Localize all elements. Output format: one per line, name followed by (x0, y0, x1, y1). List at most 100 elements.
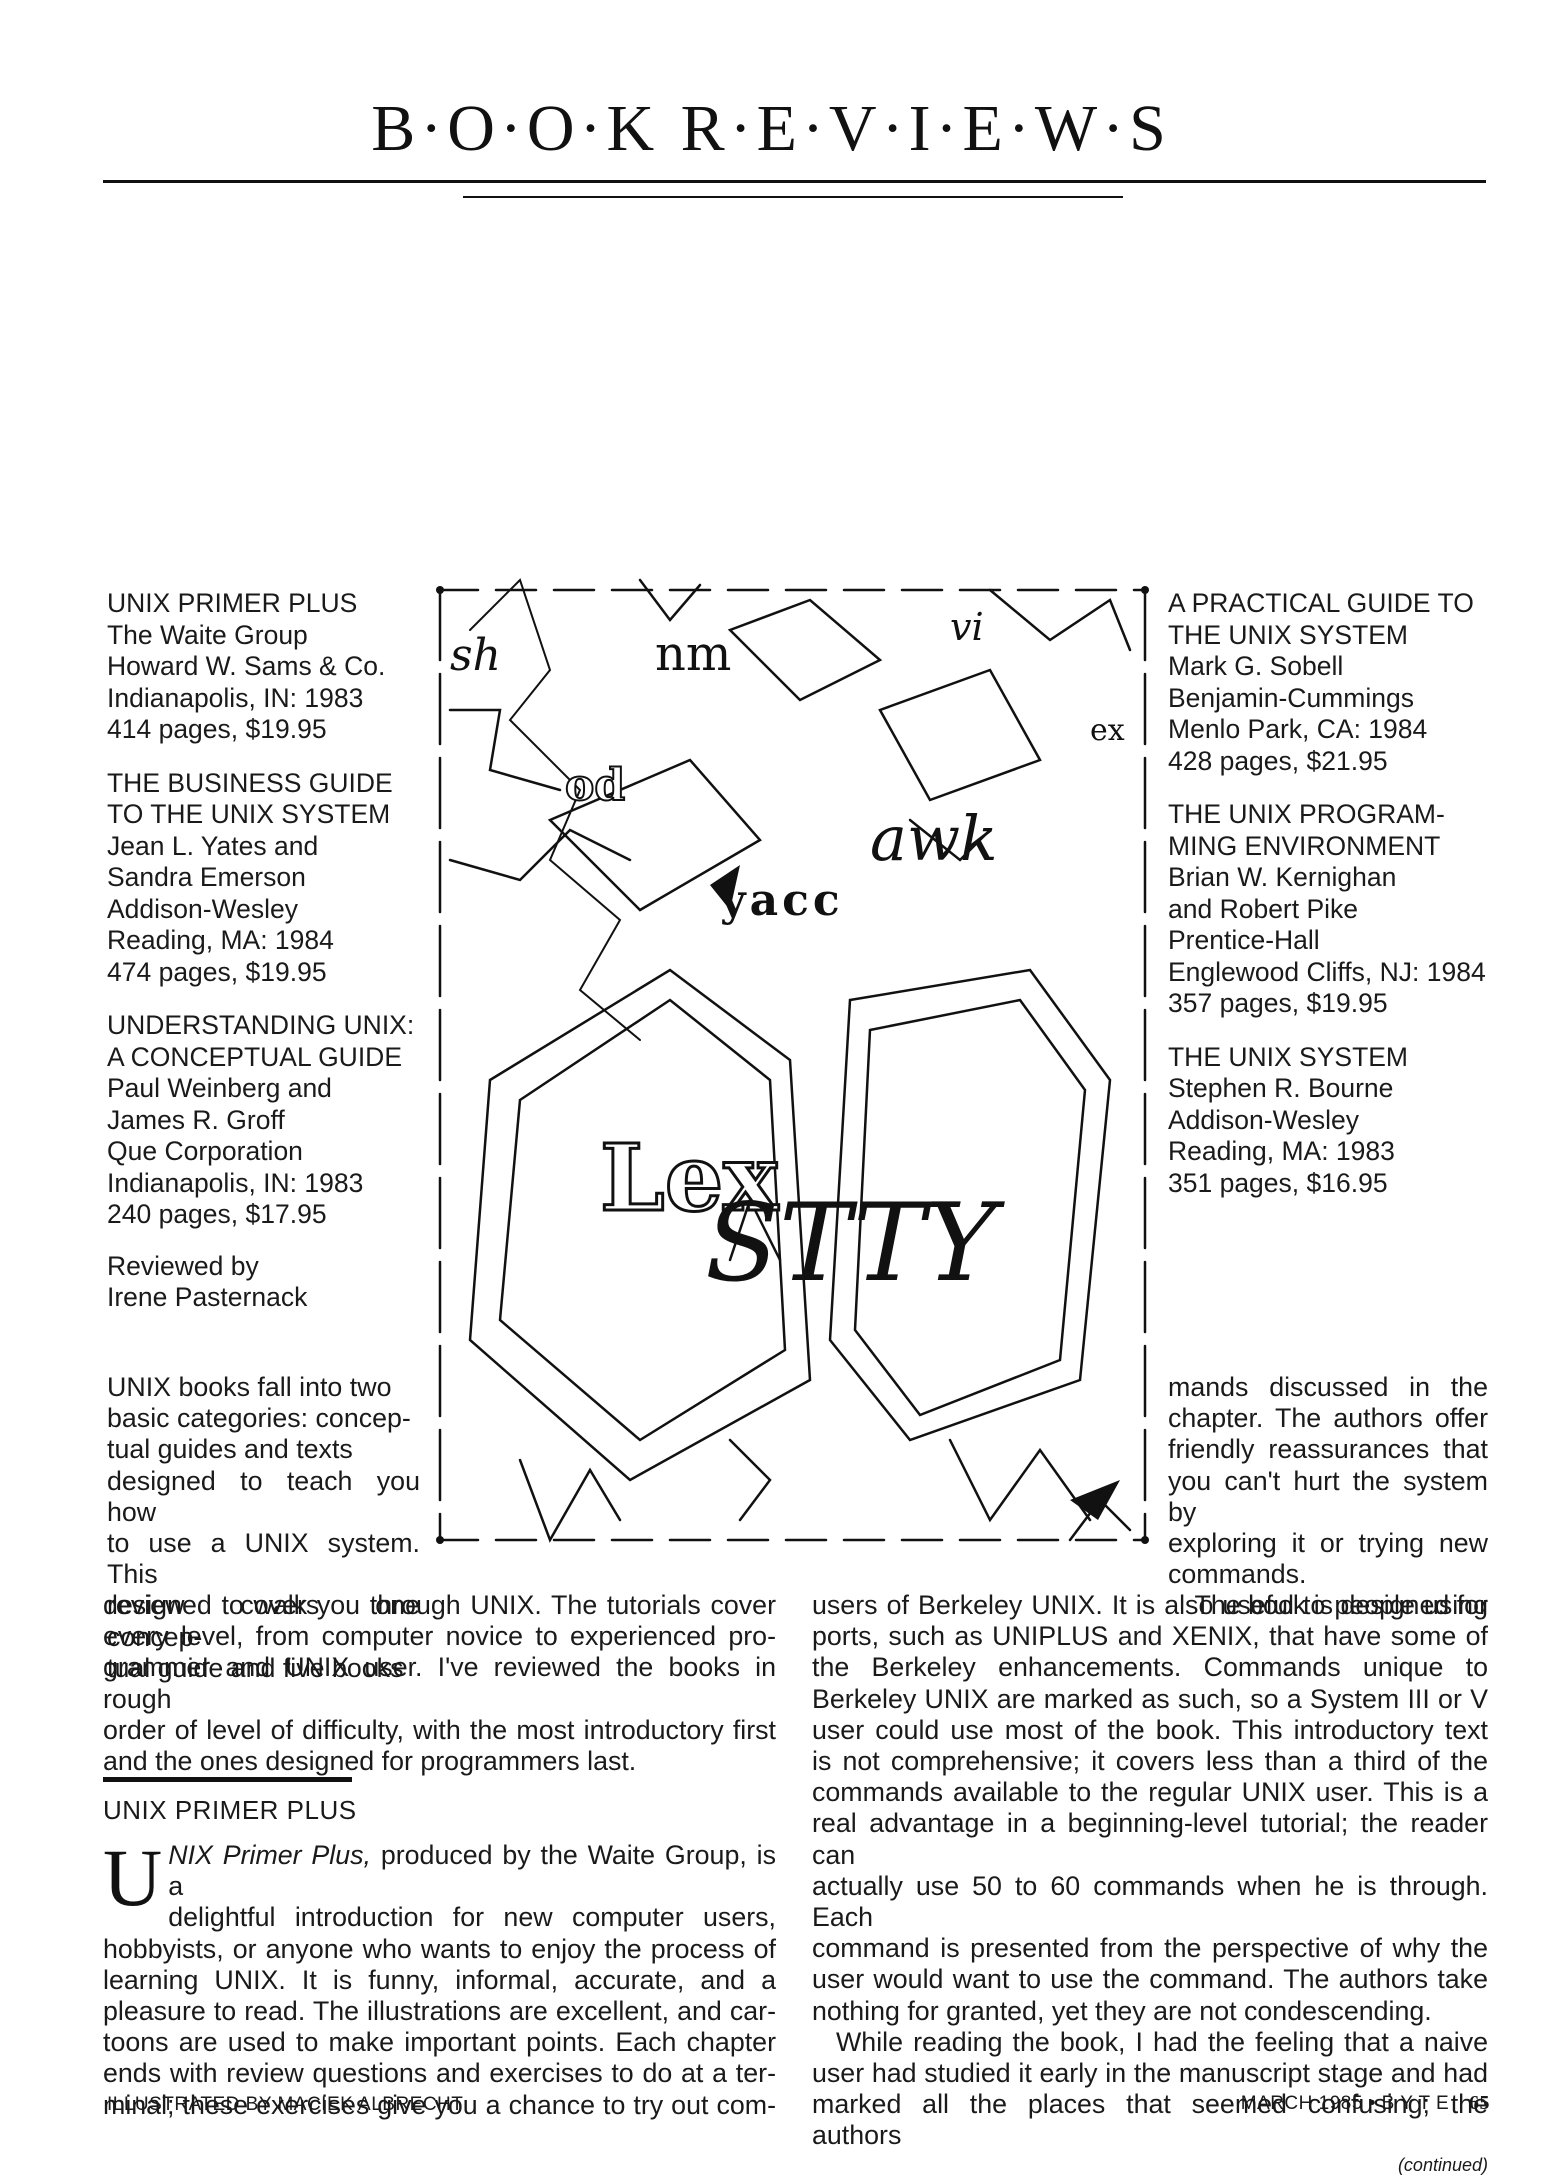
header-rule-thick (103, 180, 1486, 183)
text-line: UNIX books fall into two (107, 1372, 392, 1402)
book-title: THE BUSINESS GUIDE (107, 767, 393, 798)
book-entry: A PRACTICAL GUIDE TO THE UNIX SYSTEM Mar… (1168, 588, 1498, 777)
book-title: THE UNIX SYSTEM (1168, 619, 1409, 650)
text-line: The book is designed for (1194, 1590, 1488, 1621)
book-author: The Waite Group (107, 619, 308, 650)
text-line: ports, such as UNIPLUS and XENIX, that h… (812, 1621, 1488, 1652)
text-line: commands. (1168, 1559, 1307, 1590)
section-rule (103, 1777, 352, 1782)
text-line: and the ones designed for programmers la… (103, 1746, 637, 1777)
book-entry: UNDERSTANDING UNIX: A CONCEPTUAL GUIDE P… (107, 1010, 427, 1231)
footer-issue: MARCH 1985 • B Y T E 65 (1241, 2092, 1490, 2115)
illustration-word: sh (450, 630, 501, 681)
book-location: Reading, MA: 1984 (107, 925, 334, 955)
book-pages-price: 240 pages, $17.95 (107, 1199, 327, 1229)
book-location: Englewood Cliffs, NJ: 1984 (1168, 956, 1486, 987)
book-pages-price: 428 pages, $21.95 (1168, 745, 1388, 776)
book-pages-price: 351 pages, $16.95 (1168, 1167, 1388, 1198)
reviewer-credit: Reviewed by Irene Pasternack (107, 1251, 427, 1314)
intro-narrow-text: UNIX books fall into two basic categorie… (107, 1372, 420, 1684)
book-location: Indianapolis, IN: 1983 (107, 682, 364, 713)
illustration-word: od (565, 760, 625, 811)
book-title: THE UNIX PROGRAM- (1168, 799, 1445, 829)
right-body-text: users of Berkeley UNIX. It is also usefu… (812, 1590, 1488, 2178)
text-line: grammer and UNIX user. I've reviewed the… (103, 1652, 776, 1714)
book-author: James R. Groff (107, 1104, 285, 1135)
section-heading: UNIX PRIMER PLUS (103, 1795, 357, 1825)
book-location: Menlo Park, CA: 1984 (1168, 714, 1428, 744)
book-list-right: A PRACTICAL GUIDE TO THE UNIX SYSTEM Mar… (1168, 588, 1498, 1213)
book-author: Stephen R. Bourne (1168, 1073, 1394, 1103)
issue-date: MARCH 1985 • B Y T E (1240, 2093, 1450, 2114)
book-author: Paul Weinberg and (107, 1073, 332, 1103)
illustration-word: Lex (600, 1124, 779, 1232)
text-line: you can't hurt the system by (1168, 1465, 1488, 1527)
book-entry: THE UNIX SYSTEM Stephen R. Bourne Addiso… (1168, 1042, 1498, 1200)
book-author: Sandra Emerson (107, 862, 306, 892)
book-pages-price: 474 pages, $19.95 (107, 956, 327, 987)
illustration-word: nm (655, 626, 731, 682)
text-line: marked all the places that seemed confus… (812, 2089, 1488, 2151)
text-line: pleasure to read. The illustrations are … (103, 1996, 776, 2027)
text-line: every level, from computer novice to exp… (103, 1621, 776, 1652)
book-title: UNIX PRIMER PLUS (107, 588, 358, 618)
text-fragment: produced by the Waite Group, is a (168, 1840, 776, 1902)
text-line: order of level of difficulty, with the m… (103, 1714, 776, 1745)
page-number: 65 (1469, 2092, 1490, 2114)
book-author: Jean L. Yates and (107, 830, 319, 861)
reviewer-label: Reviewed by (107, 1250, 259, 1281)
book-entry: THE UNIX PROGRAM- MING ENVIRONMENT Brian… (1168, 799, 1498, 1020)
illustration-credit: ILLUSTRATED BY MACIEK ALBRECHT (107, 2094, 464, 2115)
book-author: Mark G. Sobell (1168, 651, 1344, 681)
illustration-word: vi (950, 605, 984, 649)
book-entry: THE BUSINESS GUIDE TO THE UNIX SYSTEM Je… (107, 768, 427, 989)
text-line: actually use 50 to 60 commands when he i… (812, 1870, 1488, 1933)
text-line: commands available to the regular UNIX u… (812, 1777, 1488, 1808)
book-title: A CONCEPTUAL GUIDE (107, 1041, 402, 1072)
text-line: user would want to use the command. The … (812, 1964, 1488, 1995)
book-title: A PRACTICAL GUIDE TO (1168, 588, 1474, 618)
text-line: command is presented from the perspectiv… (812, 1933, 1488, 1964)
text-line: user had studied it early in the manuscr… (812, 2058, 1488, 2089)
book-entry: UNIX PRIMER PLUS The Waite Group Howard … (107, 588, 427, 746)
book-title: THE UNIX SYSTEM (1168, 1041, 1409, 1072)
text-line: review covers one concep- (107, 1590, 420, 1652)
text-line: While reading the book, I had the feelin… (836, 2026, 1488, 2057)
book-pages-price: 414 pages, $19.95 (107, 714, 327, 744)
book-publisher: Prentice-Hall (1168, 925, 1320, 955)
text-line: tual guides and texts (107, 1434, 353, 1465)
text-line: nothing for granted, yet they are not co… (812, 1995, 1432, 2026)
text-line: Berkeley UNIX are marked as such, so a S… (812, 1683, 1488, 1714)
book-pages-price: 357 pages, $19.95 (1168, 988, 1388, 1018)
book-publisher: Howard W. Sams & Co. (107, 651, 386, 681)
text-line: basic categories: concep- (107, 1403, 411, 1434)
book-publisher: Addison-Wesley (107, 893, 298, 924)
unix-commands-drawing: sh nm vi od ex awk yacc Lex STTY (436, 578, 1149, 1544)
book-title: MING ENVIRONMENT (1168, 830, 1441, 861)
book-title: TO THE UNIX SYSTEM (107, 799, 391, 829)
text-line: friendly reassurances that (1168, 1434, 1488, 1465)
text-line: designed to walk you through UNIX. The t… (103, 1590, 776, 1620)
book-list-left: UNIX PRIMER PLUS The Waite Group Howard … (107, 588, 427, 1314)
book-author: Brian W. Kernighan (1168, 862, 1397, 892)
illustration-word: yacc (719, 875, 844, 926)
illustration: sh nm vi od ex awk yacc Lex STTY (430, 560, 1160, 1550)
book-location: Indianapolis, IN: 1983 (107, 1167, 364, 1198)
text-line: users of Berkeley UNIX. It is also usefu… (812, 1590, 1488, 1620)
text-line: mands discussed in the (1168, 1372, 1488, 1402)
text-line: chapter. The authors offer (1168, 1403, 1488, 1434)
text-line: NIX Primer Plus, produced by the Waite G… (103, 1840, 776, 1902)
text-line: tual guide and five books (107, 1652, 404, 1683)
reviewer-name: Irene Pasternack (107, 1282, 308, 1312)
intro-body-text: designed to walk you through UNIX. The t… (103, 1590, 776, 1777)
book-title-italic: NIX Primer Plus, (168, 1840, 371, 1870)
drop-cap: U (103, 1832, 163, 1923)
illustration-word: STTY (705, 1181, 1005, 1306)
section-body-text: U NIX Primer Plus, produced by the Waite… (103, 1832, 776, 2121)
text-line: to use a UNIX system. This (107, 1528, 420, 1590)
right-narrow-text: mands discussed in the chapter. The auth… (1168, 1372, 1488, 1622)
header-rule-thin (463, 196, 1123, 198)
text-line: minal; these exercises give you a chance… (103, 2089, 776, 2120)
text-line: hobbyists, or anyone who wants to enjoy … (103, 1933, 776, 1964)
book-publisher: Addison-Wesley (1168, 1104, 1359, 1135)
